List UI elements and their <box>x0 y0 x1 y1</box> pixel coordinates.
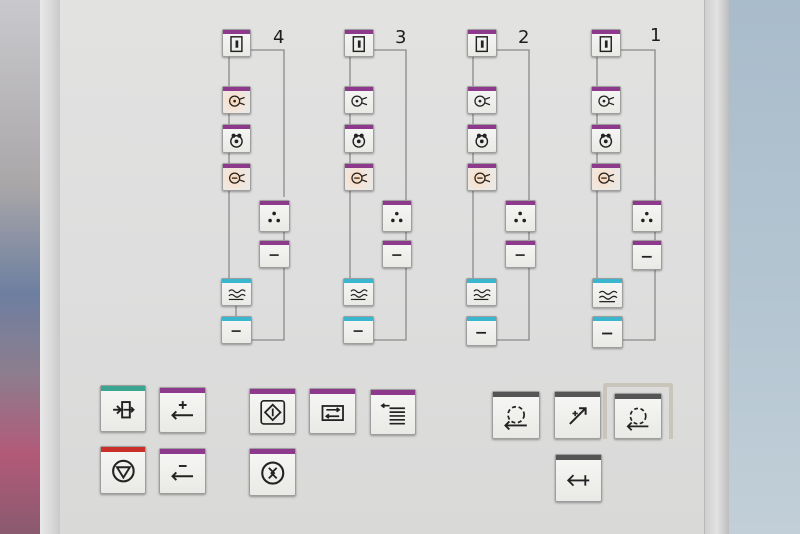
pump-icon <box>351 95 368 108</box>
heater-icon <box>474 172 491 185</box>
pump-icon <box>474 95 491 108</box>
return-arrow-icon <box>566 474 589 487</box>
channel-3-pump-button[interactable] <box>344 86 374 114</box>
channel-3-minus-button[interactable] <box>382 240 412 268</box>
minus-icon <box>602 332 613 335</box>
minus-arrow-icon <box>170 465 193 481</box>
pump-icon <box>598 95 615 108</box>
fan-icon <box>599 133 613 148</box>
channel-1-drain-button[interactable] <box>592 316 623 348</box>
increase-button[interactable] <box>159 387 206 433</box>
cycle-button[interactable] <box>249 448 296 496</box>
door-icon <box>599 36 613 53</box>
decrease-button[interactable] <box>159 448 206 494</box>
button-guard-frame <box>603 383 673 439</box>
minus-icon <box>231 330 242 333</box>
channel-3-drain-button[interactable] <box>343 316 374 344</box>
rotate-arrow-icon <box>503 406 527 431</box>
diamond-icon <box>260 400 285 425</box>
channel-3-fan-button[interactable] <box>344 124 374 153</box>
channel-3-cooling-button[interactable] <box>382 200 412 232</box>
channel-4-water-button[interactable] <box>221 278 252 306</box>
list-button[interactable] <box>370 389 416 435</box>
channel-2-minus-button[interactable] <box>505 240 536 268</box>
background-right <box>726 0 800 534</box>
channel-3-water-button[interactable] <box>343 278 374 306</box>
channel-4-heat-button[interactable] <box>222 163 251 191</box>
cycle-icon <box>260 461 285 486</box>
channel-4-minus-button[interactable] <box>259 240 290 268</box>
channel-1-fan-button[interactable] <box>591 124 621 153</box>
dots-icon <box>514 211 527 223</box>
channel-2-cooling-button[interactable] <box>505 200 536 232</box>
heater-icon <box>598 172 615 185</box>
channel-4-fan-button[interactable] <box>222 124 251 153</box>
channel-1-water-button[interactable] <box>592 278 623 308</box>
channel-2-fan-button[interactable] <box>467 124 497 153</box>
dots-icon <box>268 211 281 223</box>
door-icon <box>230 36 243 53</box>
program-button[interactable] <box>249 388 296 434</box>
start-icon <box>112 401 135 419</box>
dots-icon <box>391 211 403 223</box>
channel-1-open-button[interactable] <box>591 29 621 57</box>
fan-icon <box>352 133 366 148</box>
channel-2-drain-button[interactable] <box>466 316 497 346</box>
heater-icon <box>229 172 245 185</box>
water-level-icon <box>228 289 247 301</box>
water-level-icon <box>599 290 618 302</box>
pump-icon <box>229 95 245 108</box>
rotate-arrow-icon <box>626 407 649 431</box>
diagonal-arrow-icon <box>568 407 587 426</box>
dots-icon <box>641 211 653 223</box>
minus-icon <box>515 254 526 257</box>
plus-arrow-icon <box>170 401 193 420</box>
background-left <box>0 0 46 534</box>
list-icon <box>380 403 405 425</box>
channel-label-3: 3 <box>395 27 407 48</box>
minus-icon <box>476 331 487 334</box>
channel-1-pump-button[interactable] <box>591 86 621 114</box>
channel-1-heat-button[interactable] <box>591 163 621 191</box>
return-button[interactable] <box>555 454 602 502</box>
minus-icon <box>642 255 652 258</box>
minus-icon <box>392 254 402 257</box>
channel-label-2: 2 <box>518 27 530 48</box>
stop-button[interactable] <box>100 446 146 494</box>
water-level-icon <box>350 289 369 301</box>
door-icon <box>352 36 366 53</box>
channel-1-cooling-button[interactable] <box>632 200 662 232</box>
rotate-right-button[interactable] <box>614 393 662 439</box>
stop-icon <box>111 460 135 483</box>
water-level-icon <box>473 289 492 301</box>
channel-label-4: 4 <box>273 27 285 48</box>
minus-icon <box>269 254 280 257</box>
exchange-icon <box>321 405 344 422</box>
fan-icon <box>230 133 243 148</box>
heater-icon <box>351 172 368 185</box>
channel-3-heat-button[interactable] <box>344 163 374 191</box>
rotate-left-button[interactable] <box>492 391 540 439</box>
channel-2-pump-button[interactable] <box>467 86 497 114</box>
channel-4-pump-button[interactable] <box>222 86 251 114</box>
exchange-button[interactable] <box>309 388 356 434</box>
channel-4-cooling-button[interactable] <box>259 200 290 232</box>
door-icon <box>475 36 489 53</box>
diagonal-transfer-button[interactable] <box>554 391 601 439</box>
fan-icon <box>475 133 489 148</box>
panel-frame-left <box>40 0 60 534</box>
channel-4-drain-button[interactable] <box>221 316 252 344</box>
channel-label-1: 1 <box>650 25 662 46</box>
start-button[interactable] <box>100 385 146 432</box>
channel-1-minus-button[interactable] <box>632 240 662 270</box>
panel-frame-right <box>704 0 729 534</box>
minus-icon <box>353 330 364 333</box>
channel-2-heat-button[interactable] <box>467 163 497 191</box>
channel-3-open-button[interactable] <box>344 29 374 57</box>
channel-2-open-button[interactable] <box>467 29 497 57</box>
channel-2-water-button[interactable] <box>466 278 497 306</box>
channel-4-open-button[interactable] <box>222 29 251 57</box>
